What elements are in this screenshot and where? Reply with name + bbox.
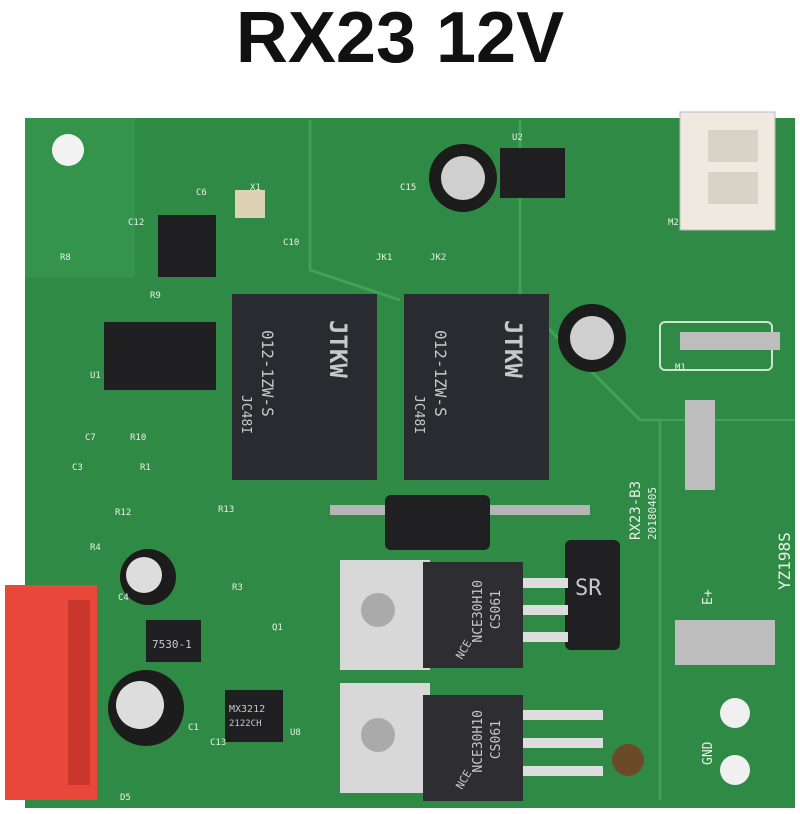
svg-text:C13: C13: [210, 738, 226, 748]
svg-text:C1: C1: [188, 723, 199, 733]
svg-text:U8: U8: [290, 728, 301, 738]
svg-text:R9: R9: [150, 291, 161, 301]
pad-gnd: [720, 698, 750, 728]
svg-text:R4: R4: [90, 543, 101, 553]
terminal-e-plus: [675, 620, 775, 665]
ic-chip-u2: [500, 148, 565, 198]
diode-label: SR: [575, 576, 602, 601]
svg-text:R3: R3: [232, 583, 243, 593]
silk-maker: YZ198S: [775, 532, 794, 590]
svg-text:MX3212: MX3212: [229, 704, 265, 715]
svg-text:R12: R12: [115, 508, 131, 518]
svg-text:C10: C10: [283, 238, 299, 248]
svg-text:JC48I: JC48I: [238, 395, 253, 434]
ic-chip-u8: [225, 690, 283, 742]
svg-text:C7: C7: [85, 433, 96, 443]
svg-text:2122CH: 2122CH: [229, 719, 262, 729]
svg-text:JTKW: JTKW: [324, 320, 352, 378]
svg-text:JTKW: JTKW: [499, 320, 527, 378]
svg-text:U2: U2: [512, 133, 523, 143]
mounting-hole: [52, 134, 84, 166]
crystal: [235, 190, 265, 218]
diode-horizontal: [385, 495, 490, 550]
svg-text:M1: M1: [675, 363, 686, 373]
power-connector: [679, 111, 776, 231]
svg-text:U1: U1: [90, 371, 101, 381]
silk-board-name: RX23-B3: [628, 481, 644, 540]
diode-vertical: [565, 540, 620, 650]
silk-date: 20180405: [646, 487, 659, 540]
svg-text:012-1ZW-S: 012-1ZW-S: [258, 330, 277, 417]
silk-gnd: GND: [701, 741, 716, 765]
svg-text:JK2: JK2: [430, 253, 446, 263]
mosfet-2: NCE30H10 CS061 NCE: [340, 683, 603, 801]
regulator: [146, 620, 201, 662]
svg-text:C6: C6: [196, 188, 207, 198]
svg-text:D5: D5: [120, 793, 131, 803]
svg-text:Q1: Q1: [272, 623, 283, 633]
silk-e-plus: E+: [701, 589, 716, 605]
svg-text:R8: R8: [60, 253, 71, 263]
svg-text:NCE30H10: NCE30H10: [471, 580, 486, 643]
product-title: RX23 12V: [235, 0, 565, 78]
svg-text:R13: R13: [218, 505, 234, 515]
terminal: [685, 400, 715, 490]
svg-text:M2: M2: [668, 218, 679, 228]
svg-text:JC48I: JC48I: [411, 395, 426, 434]
svg-text:CS061: CS061: [489, 720, 504, 759]
terminal-m1: [680, 332, 780, 350]
svg-text:R10: R10: [130, 433, 146, 443]
relay-1: JTKW 012-1ZW-S JC48I: [232, 294, 377, 480]
relay-2: JTKW 012-1ZW-S JC48I: [404, 294, 549, 480]
mosfet-1: NCE30H10 CS061 NCE: [340, 560, 568, 670]
svg-text:R1: R1: [140, 463, 151, 473]
ic-chip-u1: [104, 322, 216, 390]
svg-text:C3: C3: [72, 463, 83, 473]
svg-text:012-1ZW-S: 012-1ZW-S: [431, 330, 450, 417]
svg-text:X1: X1: [250, 183, 261, 193]
svg-text:C12: C12: [128, 218, 144, 228]
svg-text:CS061: CS061: [489, 590, 504, 629]
svg-text:JK1: JK1: [376, 253, 392, 263]
svg-text:NCE30H10: NCE30H10: [471, 710, 486, 773]
pad-gnd: [720, 755, 750, 785]
ic-chip: [158, 215, 216, 277]
svg-text:C4: C4: [118, 593, 129, 603]
svg-text:C15: C15: [400, 183, 416, 193]
svg-text:7530-1: 7530-1: [152, 638, 192, 651]
